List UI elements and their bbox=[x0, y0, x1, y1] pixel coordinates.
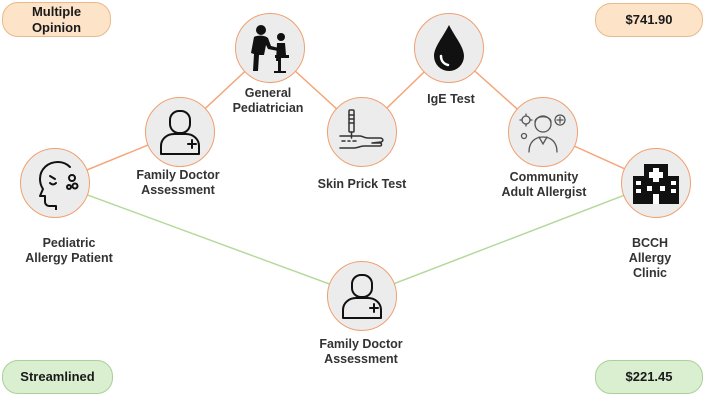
doctor-icon bbox=[340, 272, 384, 320]
doctor-icon bbox=[158, 108, 202, 156]
family-doctor-bottom-label: Family Doctor Assessment bbox=[319, 337, 403, 366]
allergist-icon bbox=[517, 106, 569, 158]
community-allergist-node bbox=[508, 97, 578, 167]
bcch-clinic-label: BCCH Allergy Clinic bbox=[628, 236, 672, 280]
family-doctor-top-label: Family Doctor Assessment bbox=[136, 168, 220, 197]
ige-test-node bbox=[414, 13, 484, 83]
general-pediatrician-node bbox=[235, 13, 305, 83]
skin-prick-arm-icon bbox=[336, 106, 388, 158]
bcch-clinic-node bbox=[621, 148, 691, 218]
patient-node bbox=[20, 148, 90, 218]
pediatrician-child-icon bbox=[242, 20, 298, 76]
multiple-opinion-badge: Multiple Opinion bbox=[2, 2, 111, 37]
general-pediatrician-label: General Pediatrician bbox=[232, 86, 304, 115]
skin-prick-label: Skin Prick Test bbox=[317, 177, 407, 191]
family-doctor-top-node bbox=[145, 97, 215, 167]
skin-prick-node bbox=[327, 97, 397, 167]
streamlined-badge: Streamlined bbox=[2, 360, 113, 394]
community-allergist-label: Community Adult Allergist bbox=[501, 170, 587, 199]
ige-test-label: IgE Test bbox=[427, 92, 475, 106]
multiple-opinion-cost-badge: $741.90 bbox=[595, 3, 703, 37]
family-doctor-bottom-node bbox=[327, 261, 397, 331]
edge-patient-to-family-doctor-bottom bbox=[54, 182, 363, 297]
patient-label: Pediatric Allergy Patient bbox=[25, 236, 113, 265]
edge-family-doctor-bottom-to-bcch bbox=[361, 182, 657, 297]
streamlined-cost-badge: $221.45 bbox=[595, 360, 703, 394]
hospital-building-icon bbox=[630, 160, 682, 206]
sneezing-face-icon bbox=[28, 156, 82, 210]
streamlined-path bbox=[54, 182, 657, 297]
blood-drop-icon bbox=[429, 23, 469, 73]
